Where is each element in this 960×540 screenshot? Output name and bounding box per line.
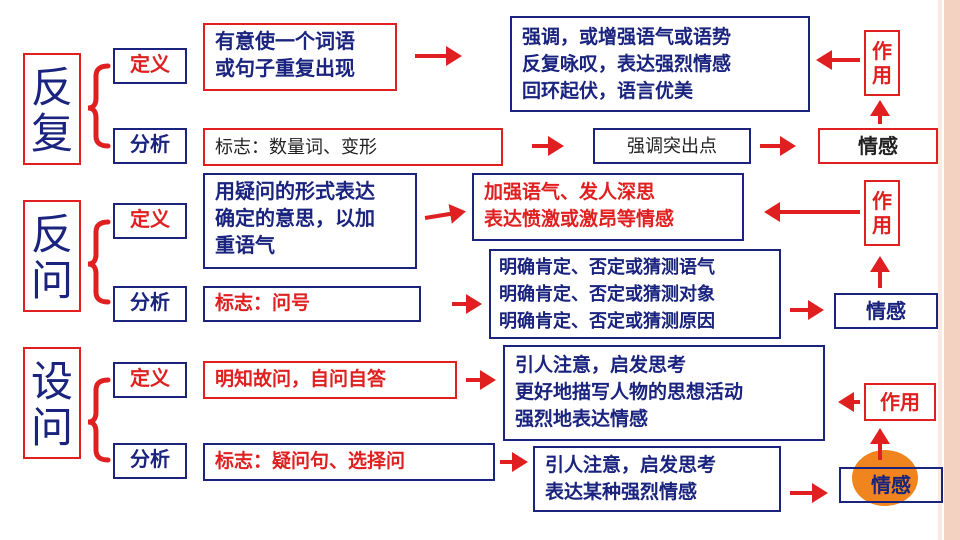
section-title-fanwen: 反 问: [23, 200, 81, 312]
definition-effects-fanfu: 强调，或增强语气或语势 反复咏叹，表达强烈情感 回环起伏，语言优美: [510, 16, 810, 112]
decorative-stripe-outer: [944, 0, 960, 540]
analysis-text-fanfu: 标志：数量词、变形: [203, 128, 503, 166]
analysis-label-fanfu: 分析: [113, 128, 187, 164]
definition-label-shewen: 定义: [113, 362, 187, 398]
function-label-shewen: 作用: [864, 383, 936, 421]
brace-shewen: [87, 377, 111, 463]
analysis-result-fanwen: 明确肯定、否定或猜测语气 明确肯定、否定或猜测对象 明确肯定、否定或猜测原因: [489, 249, 781, 339]
section-title-shewen: 设 问: [23, 347, 81, 459]
function-label-fanwen: 作 用: [864, 180, 900, 246]
analysis-label-fanwen: 分析: [113, 286, 187, 322]
function-label-fanfu: 作 用: [864, 30, 900, 96]
analysis-label-shewen: 分析: [113, 443, 187, 479]
section-title-fanfu: 反 复: [23, 53, 81, 165]
definition-text-shewen: 明知故问，自问自答: [203, 361, 457, 399]
emotion-label-fanwen: 情感: [834, 293, 938, 329]
analysis-text-shewen: 标志：疑问句、选择问: [203, 443, 495, 481]
definition-text-fanfu: 有意使一个词语 或句子重复出现: [203, 23, 397, 91]
arrow-def-to-effects-fanwen: [424, 204, 466, 224]
analysis-result-fanfu: 强调突出点: [593, 128, 751, 164]
definition-effects-fanwen: 加强语气、发人深思 表达愤激或激昂等情感: [472, 173, 744, 241]
definition-effects-shewen: 引人注意，启发思考 更好地描写人物的思想活动 强烈地表达情感: [503, 345, 825, 441]
brace-fanfu: [87, 63, 111, 149]
definition-label-fanwen: 定义: [113, 203, 187, 239]
decorative-stripe-inner: [938, 0, 942, 540]
highlight-blob: [852, 450, 918, 506]
emotion-label-shewen: 情感: [839, 467, 943, 503]
analysis-text-fanwen: 标志：问号: [203, 286, 421, 322]
definition-label-fanfu: 定义: [113, 48, 187, 84]
analysis-result-shewen: 引人注意，启发思考 表达某种强烈情感: [533, 446, 781, 512]
emotion-label-fanfu: 情感: [818, 128, 938, 164]
definition-text-fanwen: 用疑问的形式表达 确定的意思，以加 重语气: [203, 173, 417, 269]
brace-fanwen: [87, 219, 111, 305]
